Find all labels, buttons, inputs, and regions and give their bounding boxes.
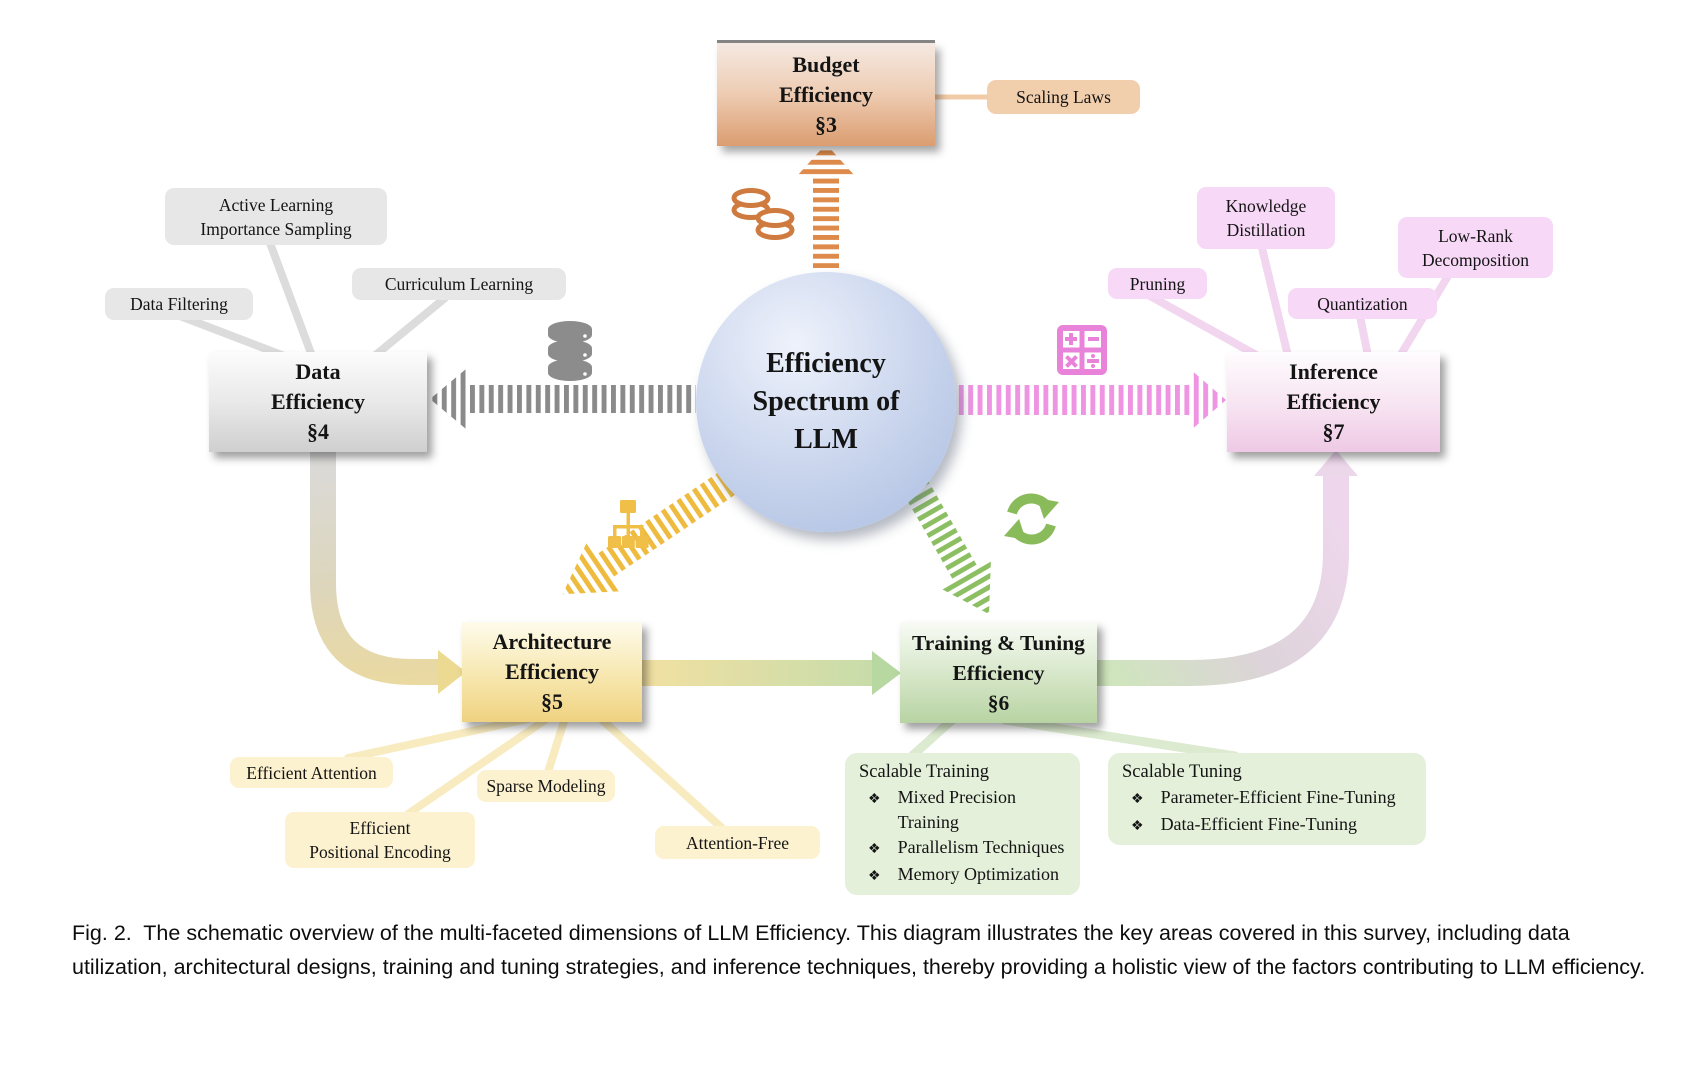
- topic-low-rank-decomposition: Low-Rank Decomposition: [1398, 217, 1553, 278]
- list-item-label: Data-Efficient Fine-Tuning: [1160, 814, 1358, 834]
- topic-label: Curriculum Learning: [384, 274, 534, 294]
- topic-label: Quantization: [1317, 293, 1408, 314]
- budget-arrow: [797, 144, 855, 268]
- list-item: ❖ Mixed Precision Training: [859, 785, 1068, 835]
- training-to-inference-arrow: [1097, 450, 1358, 686]
- topic-label: Sparse Modeling: [486, 776, 606, 796]
- database-icon: [548, 321, 592, 381]
- budget-efficiency-title: Budget Efficiency §3: [778, 51, 874, 137]
- topic-pruning: Pruning: [1108, 268, 1207, 299]
- topic-label: Low-Rank Decomposition: [1422, 225, 1529, 270]
- topic-efficient-positional-encoding: Efficient Positional Encoding: [285, 812, 475, 868]
- topic-attention-free: Attention-Free: [655, 826, 820, 859]
- topic-label: Attention-Free: [685, 832, 790, 853]
- list-item: ❖ Parameter-Efficient Fine-Tuning: [1122, 785, 1414, 812]
- topic-label: Scaling Laws: [1016, 87, 1111, 107]
- inference-efficiency-box: Inference Efficiency §7: [1227, 352, 1440, 452]
- scalable-tuning-heading: Scalable Tuning: [1122, 762, 1242, 782]
- center-hub-title: Efficiency Spectrum of LLM: [752, 348, 900, 455]
- diamond-bullet-icon: ❖: [1131, 819, 1144, 834]
- topic-label: Knowledge Distillation: [1225, 196, 1307, 240]
- diamond-bullet-icon: ❖: [868, 842, 881, 857]
- list-item-label: Parallelism Techniques: [897, 837, 1065, 857]
- list-item-label: Parameter-Efficient Fine-Tuning: [1160, 787, 1396, 807]
- topic-label: Pruning: [1129, 273, 1186, 294]
- list-item: ❖ Memory Optimization: [859, 862, 1068, 889]
- topic-label: Active Learning Importance Sampling: [200, 194, 352, 239]
- list-item-label: Mixed Precision Training: [897, 787, 1017, 832]
- architecture-to-training-arrow: [642, 651, 901, 695]
- topic-scaling-laws: Scaling Laws: [987, 80, 1140, 114]
- topic-efficient-attention: Efficient Attention: [230, 757, 393, 788]
- architecture-connectors: [344, 714, 726, 832]
- list-item: ❖ Parallelism Techniques: [859, 835, 1068, 862]
- architecture-efficiency-title: Architecture Efficiency §5: [492, 629, 612, 714]
- data-arrow: [430, 369, 696, 429]
- inference-efficiency-title: Inference Efficiency §7: [1286, 359, 1381, 444]
- diamond-bullet-icon: ❖: [868, 792, 881, 807]
- inference-arrow: [956, 369, 1226, 431]
- scalable-training-list: Scalable Training ❖ Mixed Precision Trai…: [845, 753, 1080, 895]
- training-arrow: [902, 479, 991, 615]
- data-efficiency-title: Data Efficiency §4: [270, 359, 366, 444]
- budget-efficiency-box: Budget Efficiency §3: [717, 43, 935, 146]
- figure-caption: Fig. 2. The schematic overview of the mu…: [72, 921, 1646, 979]
- data-to-architecture-arrow: [310, 450, 466, 694]
- coins-icon: [731, 188, 795, 240]
- training-connectors: [907, 715, 1240, 761]
- topic-label: Efficient Attention: [246, 762, 377, 783]
- topic-label: Efficient Positional Encoding: [309, 818, 451, 862]
- diamond-bullet-icon: ❖: [868, 869, 881, 884]
- architecture-efficiency-box: Architecture Efficiency §5: [462, 622, 642, 722]
- diamond-bullet-icon: ❖: [1131, 792, 1144, 807]
- topic-quantization: Quantization: [1288, 288, 1437, 319]
- scalable-tuning-list: Scalable Tuning ❖ Parameter-Efficient Fi…: [1108, 753, 1426, 845]
- training-efficiency-title: Training & Tuning Efficiency §6: [912, 630, 1085, 715]
- topic-data-filtering: Data Filtering: [105, 288, 253, 320]
- topic-active-learning-importance-sampling: Active Learning Importance Sampling: [165, 188, 387, 245]
- inference-connectors: [1146, 244, 1452, 360]
- scalable-training-heading: Scalable Training: [859, 762, 990, 782]
- sync-icon: [1004, 493, 1059, 545]
- topic-curriculum-learning: Curriculum Learning: [352, 268, 566, 300]
- topic-label: Data Filtering: [130, 294, 228, 314]
- list-item: ❖ Data-Efficient Fine-Tuning: [1122, 812, 1414, 839]
- training-efficiency-box: Training & Tuning Efficiency §6: [900, 622, 1097, 723]
- hierarchy-icon: [608, 500, 649, 548]
- topic-knowledge-distillation: Knowledge Distillation: [1197, 187, 1335, 249]
- architecture-arrow: [562, 466, 743, 595]
- list-item-label: Memory Optimization: [897, 864, 1060, 884]
- data-efficiency-box: Data Efficiency §4: [209, 352, 427, 452]
- center-hub: Efficiency Spectrum of LLM: [696, 272, 956, 532]
- topic-sparse-modeling: Sparse Modeling: [477, 770, 615, 802]
- calculator-icon: [1057, 325, 1107, 375]
